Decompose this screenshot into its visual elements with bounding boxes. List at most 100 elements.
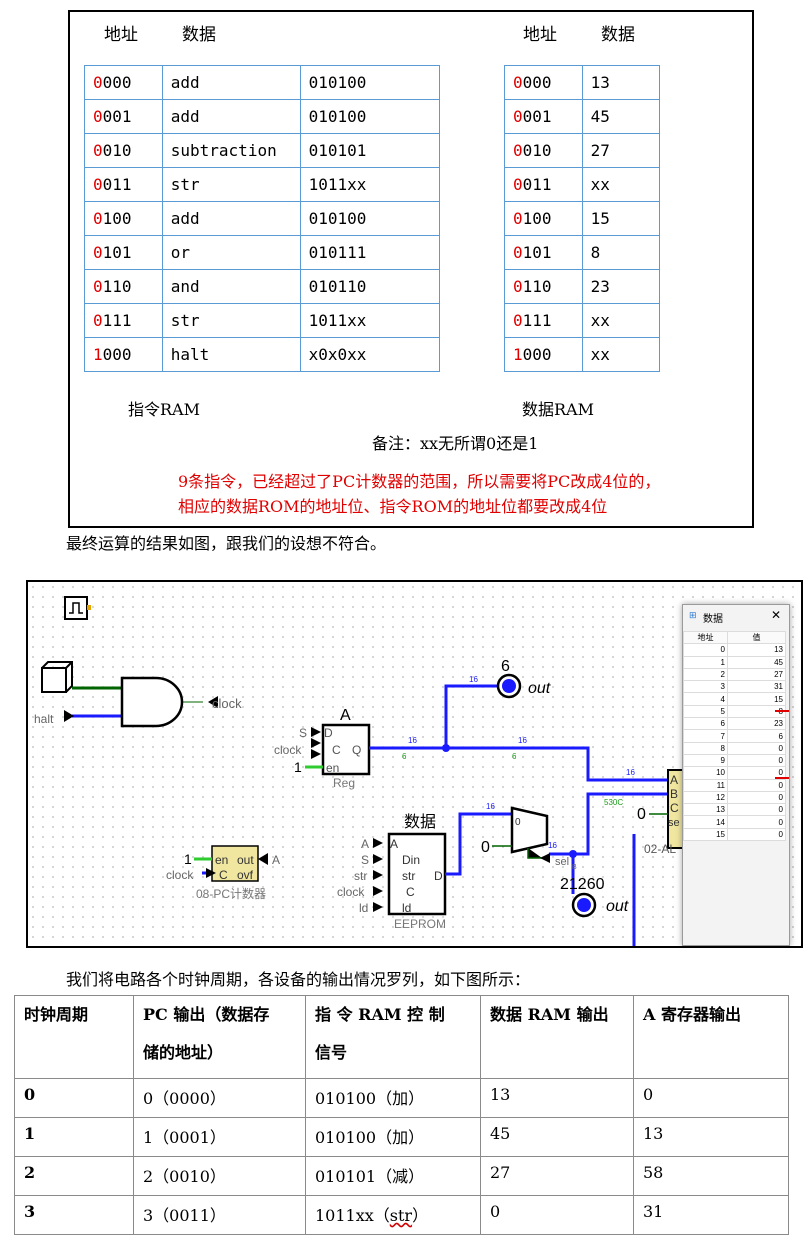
addr-high-bit: 0 — [513, 311, 523, 330]
reg-label: Reg — [333, 776, 355, 790]
table-cell: 0 — [14, 1078, 134, 1118]
table-cell: 27 — [480, 1156, 634, 1196]
red-note-line1: 9条指令，已经超过了PC计数器的范围，所以需要将PC改成4位的， — [178, 472, 661, 491]
addr-high-bit: 0 — [93, 175, 103, 194]
addr-high-bit: 0 — [93, 311, 103, 330]
red-note-line2: 相应的数据ROM的地址位、指令ROM的地址位都要改成4位 — [178, 497, 608, 516]
pc-ovf-label: ovf — [237, 868, 254, 882]
out-label: out — [528, 680, 551, 697]
inst-addr-cell: 1000 — [84, 337, 163, 372]
mux-zero: 0 — [481, 839, 490, 856]
memory-value: 0 — [727, 741, 786, 755]
alu-A-label: A — [670, 773, 678, 787]
ee-A-label: A — [390, 837, 398, 851]
data-val-cell: xx — [581, 167, 661, 202]
inst-addr-header: 地址 — [104, 25, 138, 45]
input-pin-icon[interactable] — [41, 661, 73, 693]
and-gate-icon — [120, 676, 184, 728]
ee-C-label: C — [406, 885, 415, 899]
addr-low-bits: 110 — [522, 277, 552, 296]
inst-code-cell: 010100 — [299, 65, 441, 100]
clock-pin-icon — [208, 696, 218, 708]
addr-high-bit: 1 — [93, 345, 103, 364]
data-window[interactable]: ⊞ 数据 ✕ 地址 值 0131452273314155862376809010… — [682, 604, 790, 946]
inst-op-cell: add — [161, 201, 301, 236]
pc-label: 08-PC计数器 — [196, 886, 266, 901]
eeprom-block[interactable] — [387, 832, 447, 916]
gate-clock-label: clock — [212, 696, 242, 711]
inst-addr-cell: 0100 — [84, 201, 163, 236]
close-icon[interactable]: ✕ — [771, 608, 782, 622]
memory-row: 58 — [683, 704, 786, 719]
pc-A-label: A — [272, 853, 280, 867]
reg-block[interactable] — [321, 723, 371, 776]
addr-low-bits: 001 — [522, 107, 552, 126]
table-cell: 3 — [14, 1195, 134, 1235]
inst-addr-cell: 0101 — [84, 235, 163, 270]
addr-high-bit: 0 — [513, 107, 523, 126]
bus-width-label: 16 — [626, 768, 635, 777]
memory-addr: 14 — [683, 815, 728, 829]
pc-counter-block[interactable] — [211, 845, 259, 882]
inst-ram-caption: 指令RAM — [128, 400, 200, 419]
header-line: 时钟周期 — [24, 1005, 89, 1024]
wire-value: 6 — [402, 752, 407, 761]
addr-low-bits: 000 — [522, 345, 552, 364]
mux-in0-label: 0 — [515, 817, 521, 828]
data-addr-cell: 1000 — [504, 337, 583, 372]
memory-value: 0 — [727, 778, 786, 792]
column-header: 指 令 RAM 控 制信号 — [305, 995, 481, 1079]
data-val-cell: xx — [581, 337, 661, 372]
addr-high-bit: 0 — [93, 73, 103, 92]
inst-code-cell: 1011xx — [299, 303, 441, 338]
addr-high-bit: 0 — [513, 243, 523, 262]
memory-addr: 7 — [683, 729, 728, 743]
data-val-cell: 13 — [581, 65, 661, 100]
addr-high-bit: 0 — [93, 243, 103, 262]
memory-value: 45 — [727, 655, 786, 669]
memory-addr: 8 — [683, 741, 728, 755]
clock-source-icon[interactable] — [64, 596, 91, 620]
table-cell: 13 — [633, 1117, 789, 1157]
halt-label: halt — [34, 712, 54, 726]
data-addr-cell: 0101 — [504, 235, 583, 270]
window-titlebar[interactable]: ⊞ 数据 ✕ — [683, 605, 789, 629]
ee-ld-label: ld — [402, 901, 411, 915]
ee-A-in: A — [361, 837, 369, 851]
inst-op-cell: str — [161, 167, 301, 202]
addr-low-bits: 100 — [102, 209, 132, 228]
memory-addr: 1 — [683, 655, 728, 669]
data-val-cell: 27 — [581, 133, 661, 168]
addr-low-bits: 000 — [102, 73, 132, 92]
inst-data-header: 数据 — [182, 25, 216, 45]
memory-addr: 6 — [683, 717, 728, 731]
inst-addr-cell: 0011 — [84, 167, 163, 202]
wire-value: 6 — [512, 752, 517, 761]
data-addr-cell: 0100 — [504, 201, 583, 236]
memory-value: 0 — [727, 815, 786, 829]
inst-addr-cell: 0010 — [84, 133, 163, 168]
addr-high-bit: 0 — [93, 107, 103, 126]
header-line: 储的地址） — [143, 1043, 224, 1062]
bus-width-label: 16 — [548, 841, 557, 850]
table-cell: 13 — [480, 1078, 634, 1118]
memory-addr: 15 — [683, 827, 728, 842]
column-header: A 寄存器输出 — [633, 995, 789, 1079]
header-line: 信号 — [315, 1043, 348, 1062]
addr-low-bits: 010 — [102, 141, 132, 160]
memory-value: 27 — [727, 667, 786, 682]
data-addr-cell: 0110 — [504, 269, 583, 304]
